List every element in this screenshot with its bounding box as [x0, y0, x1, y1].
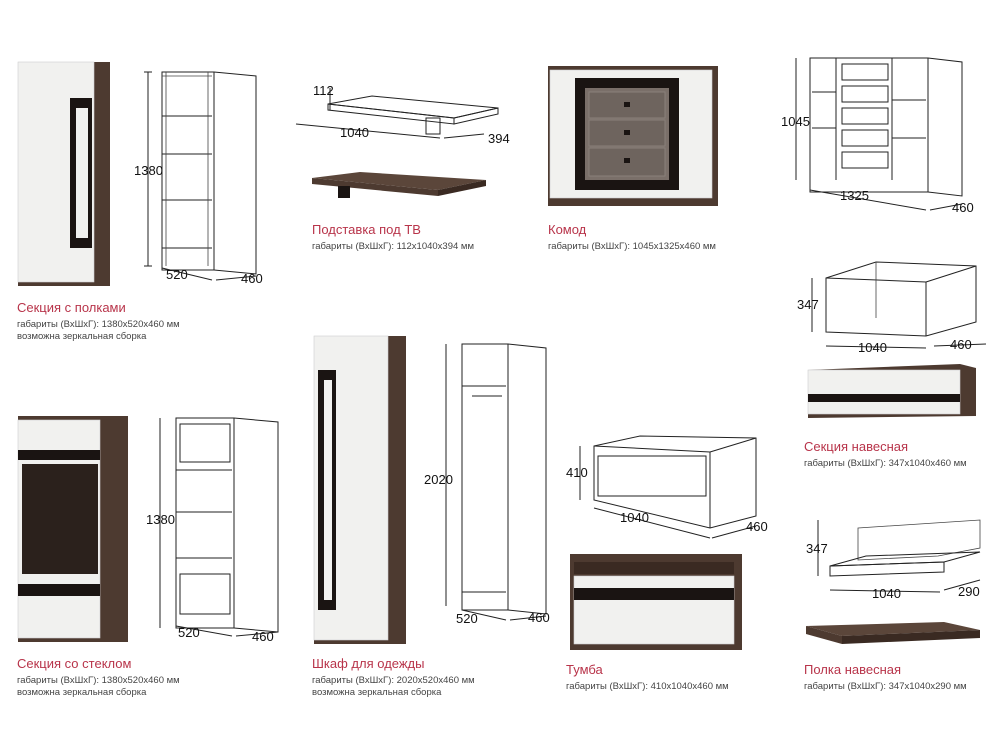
- product-title: Шкаф для одежды: [312, 656, 425, 671]
- dim-width-label: 1040: [340, 125, 369, 140]
- product-dimensions: габариты (ВхШхГ): 1045х1325х460 мм: [548, 241, 716, 253]
- product-card-shelf-section: Секция с полками габариты (ВхШхГ): 1380х…: [17, 300, 180, 343]
- product-card-wardrobe: Шкаф для одежды габариты (ВхШхГ): 2020х5…: [312, 656, 475, 699]
- product-card-dresser: Комод габариты (ВхШхГ): 1045х1325х460 мм: [548, 222, 716, 253]
- product-card-cabinet: Тумба габариты (ВхШхГ): 410х1040х460 мм: [566, 662, 729, 693]
- wardrobe-drawing: [445, 343, 547, 621]
- product-dimensions: габариты (ВхШхГ): 112х1040х394 мм: [312, 241, 474, 253]
- dim-height-label: 112: [313, 83, 334, 98]
- dim-width-label: 520: [178, 625, 200, 640]
- product-title: Комод: [548, 222, 587, 237]
- product-note: возможна зеркальная сборка: [17, 331, 147, 343]
- glass-section-drawing: [159, 417, 279, 637]
- glass-section-photo: [17, 416, 128, 642]
- product-title: Полка навесная: [804, 662, 902, 677]
- product-dimensions: габариты (ВхШхГ): 410х1040х460 мм: [566, 681, 729, 693]
- dim-height-label: 347: [806, 541, 828, 556]
- dim-width-label: 1325: [840, 188, 869, 203]
- product-card-glass-section: Секция со стеклом габариты (ВхШхГ): 1380…: [17, 656, 180, 699]
- cabinet-drawing: [579, 435, 757, 539]
- dim-height-label: 2020: [424, 472, 453, 487]
- dim-height-label: 1045: [781, 114, 810, 129]
- wall-section-drawing: [811, 261, 987, 349]
- dim-depth-label: 290: [958, 584, 980, 599]
- dim-depth-label: 460: [950, 337, 972, 352]
- shelf-section-drawing: [144, 71, 257, 281]
- dresser-photo: [548, 66, 718, 206]
- wall-section-photo: [807, 364, 976, 418]
- dim-depth-label: 460: [746, 519, 768, 534]
- dim-depth-label: 460: [528, 610, 550, 625]
- product-title: Секция со стеклом: [17, 656, 132, 671]
- product-dimensions: габариты (ВхШхГ): 1380х520х460 мм: [17, 319, 180, 331]
- product-title: Тумба: [566, 662, 603, 677]
- shelf-section-photo: [17, 61, 110, 286]
- dim-height-label: 1380: [134, 163, 163, 178]
- dresser-drawing: [795, 57, 963, 211]
- dim-depth-label: 460: [252, 629, 274, 644]
- dim-depth-label: 460: [952, 200, 974, 215]
- tv-stand-drawing: [295, 88, 499, 139]
- dim-width-label: 1040: [872, 586, 901, 601]
- dim-depth-label: 394: [488, 131, 510, 146]
- dim-height-label: 410: [566, 465, 588, 480]
- product-title: Подставка под ТВ: [312, 222, 421, 237]
- product-title: Секция с полками: [17, 300, 126, 315]
- wall-shelf-photo: [806, 622, 980, 644]
- product-dimensions: габариты (ВхШхГ): 1380х520х460 мм: [17, 675, 180, 687]
- dim-width-label: 520: [166, 267, 188, 282]
- tv-stand-photo: [312, 172, 486, 198]
- product-dimensions: габариты (ВхШхГ): 347х1040х460 мм: [804, 458, 967, 470]
- product-dimensions: габариты (ВхШхГ): 2020х520х460 мм: [312, 675, 475, 687]
- product-card-wall-shelf: Полка навесная габариты (ВхШхГ): 347х104…: [804, 662, 967, 693]
- cabinet-photo: [570, 554, 742, 650]
- wardrobe-photo: [313, 335, 406, 644]
- product-card-wall-section: Секция навесная габариты (ВхШхГ): 347х10…: [804, 439, 967, 470]
- product-note: возможна зеркальная сборка: [312, 687, 442, 699]
- dim-height-label: 1380: [146, 512, 175, 527]
- dim-depth-label: 460: [241, 271, 263, 286]
- product-note: возможна зеркальная сборка: [17, 687, 147, 699]
- product-card-tv-stand: Подставка под ТВ габариты (ВхШхГ): 112х1…: [312, 222, 474, 253]
- dim-width-label: 1040: [858, 340, 887, 355]
- dim-width-label: 520: [456, 611, 478, 626]
- product-dimensions: габариты (ВхШхГ): 347х1040х290 мм: [804, 681, 967, 693]
- dim-height-label: 347: [797, 297, 819, 312]
- product-title: Секция навесная: [804, 439, 909, 454]
- wall-shelf-drawing: [817, 519, 981, 593]
- dim-width-label: 1040: [620, 510, 649, 525]
